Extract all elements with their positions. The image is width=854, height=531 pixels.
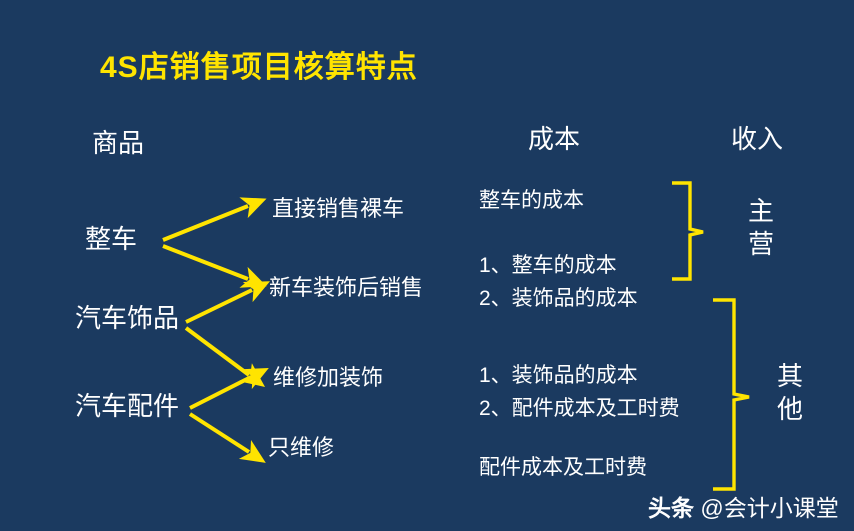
sales-item-repair-with-decoration: 维修加装饰 <box>273 365 384 390</box>
revenue-main-char-0: 主 <box>747 196 774 226</box>
cost-item-1-line-0: 1、整车的成本 <box>479 254 617 277</box>
revenue-other: 其他 <box>770 360 810 425</box>
arrow-parts-to-repair-only <box>188 412 266 463</box>
arrow-vehicle-to-bare-car <box>162 197 267 242</box>
arrow-parts-to-repair-decoration <box>189 367 269 410</box>
cost-item-0-line-0: 整车的成本 <box>479 189 584 212</box>
cost-item-1-line-1: 2、装饰品的成本 <box>479 287 638 310</box>
column-header-cost: 成本 <box>528 124 581 154</box>
arrow-accessories-to-repair-decoration <box>184 326 266 387</box>
page-title: 4S店销售项目核算特点 <box>100 51 418 84</box>
column-header-goods: 商品 <box>92 128 145 158</box>
column-header-revenue: 收入 <box>731 124 784 154</box>
cost-item-2-line-1: 2、配件成本及工时费 <box>479 397 680 420</box>
watermark-handle: @会计小课堂 <box>700 495 839 521</box>
sales-item-decorated-new-car: 新车装饰后销售 <box>269 275 424 300</box>
sales-item-repair-only: 只维修 <box>268 435 335 460</box>
revenue-other-char-0: 其 <box>776 361 803 391</box>
brace-main-operating <box>672 181 704 281</box>
sales-item-bare-car: 直接销售裸车 <box>272 196 405 221</box>
watermark-brand: 头条 <box>648 495 701 521</box>
watermark: 头条 @会计小课堂 <box>648 489 839 523</box>
goods-node-accessories: 汽车饰品 <box>75 303 180 333</box>
brace-other-revenue <box>713 298 750 491</box>
goods-node-vehicle: 整车 <box>85 224 138 254</box>
arrow-vehicle-to-decorated-car <box>162 244 267 288</box>
cost-item-2-line-0: 1、装饰品的成本 <box>479 364 638 387</box>
arrow-accessories-to-decorated-car <box>185 281 270 324</box>
goods-node-parts: 汽车配件 <box>75 391 180 421</box>
revenue-main-operating: 主营 <box>741 195 781 260</box>
revenue-other-char-1: 他 <box>776 393 803 424</box>
revenue-main-char-1: 营 <box>747 228 774 259</box>
cost-item-3-line-0: 配件成本及工时费 <box>479 456 647 479</box>
